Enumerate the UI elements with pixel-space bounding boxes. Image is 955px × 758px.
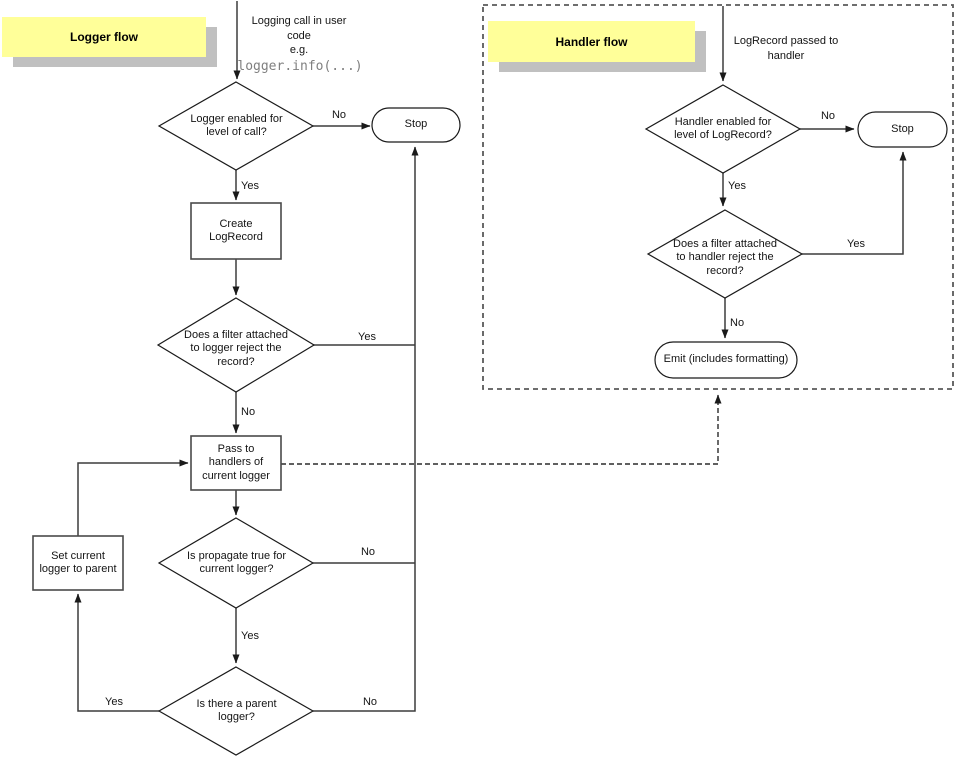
handler-start-note: LogRecord passed to handler [733, 35, 839, 62]
decision-propagate [157, 517, 315, 609]
decision-parent-logger-label: Is there a parent logger? [196, 697, 277, 723]
edge-label-enabled-yes: Yes [241, 180, 259, 192]
process-set-current-logger [32, 535, 124, 591]
edge-label-parent-no: No [362, 696, 378, 708]
terminator-emit [654, 341, 798, 379]
edge-label-hfilter-yes: Yes [847, 238, 865, 250]
terminator-stop-logger-label: Stop [404, 118, 428, 131]
logger-start-code: logger.info(...) [237, 59, 363, 74]
edge-label-propagate-yes: Yes [241, 630, 259, 642]
edge-label-parent-yes: Yes [105, 696, 123, 708]
edge-label-filter-no: No [241, 406, 256, 418]
edge-label-propagate-no: No [360, 546, 376, 558]
logger-flow-title: Logger flow [2, 17, 206, 57]
edge-label-henabled-yes: Yes [728, 180, 746, 192]
decision-logger-enabled [157, 81, 315, 171]
decision-handler-filter-label: Does a filter attached to handler reject… [673, 238, 777, 277]
terminator-stop-handler [857, 111, 948, 148]
process-pass-to-handlers [190, 435, 282, 491]
decision-handler-enabled-label: Handler enabled for level of LogRecord? [674, 115, 772, 141]
edge-parent-no-to-stop [313, 146, 419, 712]
handler-flow-title: Handler flow [488, 21, 695, 62]
handler-flow-container-border [482, 4, 954, 390]
edge-parent-yes-to-setparent [74, 593, 159, 712]
edge-pass-to-handler-flow-dashed [281, 394, 722, 465]
decision-handler-enabled [644, 84, 802, 174]
decision-logger-filter-label: Does a filter attached to logger reject … [184, 329, 288, 368]
edge-hfilter-yes-to-hstop [802, 151, 907, 255]
terminator-emit-label: Emit (includes formatting) [663, 353, 789, 366]
process-create-logrecord-label: Create LogRecord [209, 217, 263, 243]
process-set-current-logger-label: Set current logger to parent [39, 549, 117, 575]
decision-logger-filter [156, 297, 316, 393]
edge-setparent-to-pass [77, 459, 189, 536]
edge-label-filter-yes: Yes [358, 331, 376, 343]
terminator-stop-handler-label: Stop [891, 122, 914, 135]
edge-label-enabled-no: No [331, 109, 347, 121]
decision-logger-enabled-label: Logger enabled for level of call? [190, 112, 283, 138]
decision-parent-logger [157, 666, 315, 756]
terminator-stop-logger [371, 107, 461, 143]
edge-label-henabled-no: No [820, 110, 836, 122]
process-pass-to-handlers-label: Pass to handlers of current logger [202, 443, 270, 482]
decision-handler-filter [646, 209, 804, 299]
decision-propagate-label: Is propagate true for current logger? [186, 549, 287, 575]
process-create-logrecord [190, 202, 282, 260]
logger-start-note: Logging call in user code e.g. [251, 15, 347, 57]
edge-label-hfilter-no: No [730, 317, 745, 329]
